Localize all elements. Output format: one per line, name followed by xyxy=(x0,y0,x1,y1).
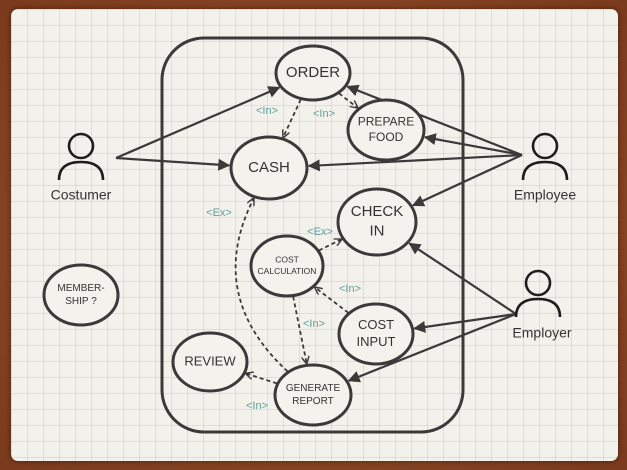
actor-label: Employee xyxy=(514,187,576,203)
actor-label: Employer xyxy=(512,325,571,341)
use-case-label: IN xyxy=(370,223,385,240)
association-employee-to-order xyxy=(346,84,523,157)
use-case-ellipse xyxy=(42,263,120,327)
use-case-label: INPUT xyxy=(357,334,396,349)
relation-cost-calculation-to-generate-report xyxy=(292,296,306,364)
association-employee-to-check-in xyxy=(411,154,523,207)
person-icon xyxy=(57,132,105,181)
actor-employee[interactable]: Employee xyxy=(514,132,576,203)
relation-stereotype-label: <Ex> xyxy=(206,207,232,219)
relation-stereotype-label: <In> xyxy=(246,400,268,412)
use-case-ellipse xyxy=(273,363,353,427)
use-case-review[interactable]: REVIEW xyxy=(171,331,249,393)
use-case-ellipse xyxy=(336,187,418,257)
use-case-label: COST xyxy=(358,317,394,332)
relation-generate-report-to-review xyxy=(246,374,278,385)
use-case-ellipse xyxy=(337,302,415,366)
use-case-generate-report[interactable]: GENERATE REPORT xyxy=(273,363,353,427)
association-employee-to-prepare-food xyxy=(423,133,523,157)
use-case-prepare-food[interactable]: PREPARE FOOD xyxy=(346,98,426,162)
use-case-label: FOOD xyxy=(369,130,404,144)
use-case-check-in[interactable]: CHECK IN xyxy=(336,187,418,257)
system-boundary xyxy=(160,36,465,434)
use-case-label: ORDER xyxy=(286,64,340,81)
edges-layer xyxy=(115,84,523,385)
use-case-membership[interactable]: MEMBER- SHIP ? xyxy=(42,263,120,327)
association-costumer-to-order xyxy=(115,86,281,160)
use-case-ellipse xyxy=(229,135,309,201)
relation-stereotype-label: <In> xyxy=(339,283,361,295)
association-employee-to-cash xyxy=(307,153,523,172)
use-case-label: COST xyxy=(275,255,299,265)
association-employer-to-generate-report xyxy=(347,312,517,383)
use-case-label: GENERATE xyxy=(286,383,341,394)
use-case-label: CHECK xyxy=(351,203,404,220)
association-employer-to-check-in xyxy=(408,242,517,315)
use-case-label: SHIP ? xyxy=(65,296,97,307)
use-case-ellipse xyxy=(249,234,325,298)
actor-label: Costumer xyxy=(51,187,112,203)
use-cases-layer: ORDERPREPAREFOODCASHCHECKINCOSTCALCULATI… xyxy=(42,44,426,427)
person-icon xyxy=(521,132,569,181)
relation-cost-calculation-to-check-in xyxy=(318,239,341,252)
association-costumer-to-cash xyxy=(115,156,231,171)
relation-order-to-cash xyxy=(283,99,302,137)
relation-labels-layer: <In> <In> <Ex> <Ex> <In> <In> <In> xyxy=(206,105,361,412)
use-case-label: REPORT xyxy=(292,396,334,407)
relation-order-to-prepare-food xyxy=(338,92,357,107)
relation-stereotype-label: <In> xyxy=(256,105,278,117)
use-case-ellipse xyxy=(274,44,352,102)
use-case-ellipse xyxy=(346,98,426,162)
use-case-label: PREPARE xyxy=(358,114,414,128)
association-employer-to-cost-input xyxy=(413,312,517,333)
relation-stereotype-label: <Ex> xyxy=(307,226,333,238)
relation-stereotype-label: <In> xyxy=(313,108,335,120)
relation-stereotype-label: <In> xyxy=(303,318,325,330)
use-case-order[interactable]: ORDER xyxy=(274,44,352,102)
actor-costumer[interactable]: Costumer xyxy=(51,132,112,203)
use-case-label: CASH xyxy=(248,159,290,176)
use-case-cash[interactable]: CASH xyxy=(229,135,309,201)
use-case-ellipse xyxy=(171,331,249,393)
person-icon xyxy=(514,269,562,318)
use-case-label: REVIEW xyxy=(184,353,236,368)
actor-employer[interactable]: Employer xyxy=(512,269,572,341)
use-case-label: CALCULATION xyxy=(258,266,317,276)
use-case-cost-input[interactable]: COST INPUT xyxy=(337,302,415,366)
use-case-label: MEMBER- xyxy=(57,283,104,294)
